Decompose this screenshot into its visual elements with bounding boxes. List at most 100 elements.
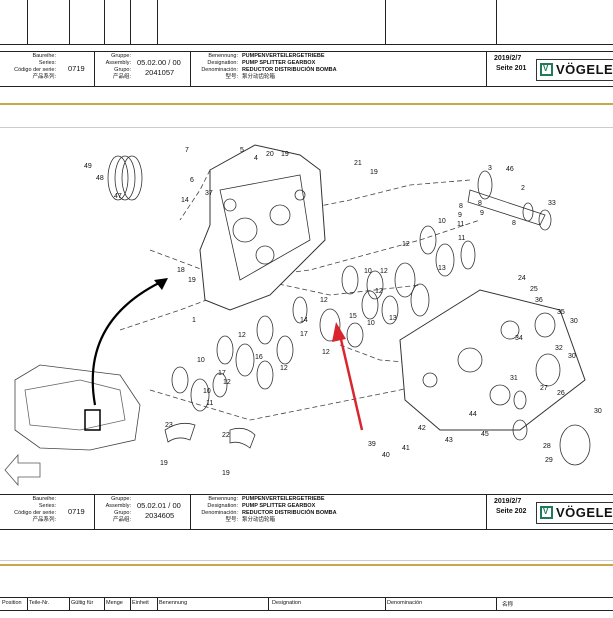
group-value: 2034605 xyxy=(145,511,175,520)
series-value: 0719 xyxy=(68,64,85,73)
svg-text:46: 46 xyxy=(506,166,514,173)
svg-text:17: 17 xyxy=(300,331,308,338)
svg-text:30: 30 xyxy=(568,353,576,360)
svg-text:30: 30 xyxy=(594,408,602,415)
svg-text:19: 19 xyxy=(160,460,168,467)
svg-text:24: 24 xyxy=(518,275,526,282)
svg-text:7: 7 xyxy=(185,147,189,154)
col-name-zh: 名称 xyxy=(502,602,514,608)
svg-text:10: 10 xyxy=(367,320,375,327)
svg-text:9: 9 xyxy=(480,210,484,217)
page-header-bottom: Baureihe:Series:Código der serie:产品系列: 0… xyxy=(0,494,613,530)
svg-text:14: 14 xyxy=(181,197,189,204)
svg-text:19: 19 xyxy=(188,277,196,284)
svg-text:10: 10 xyxy=(197,357,205,364)
svg-text:40: 40 xyxy=(382,452,390,459)
svg-text:31: 31 xyxy=(510,375,518,382)
svg-text:37: 37 xyxy=(205,190,213,197)
svg-text:15: 15 xyxy=(349,313,357,320)
svg-text:12: 12 xyxy=(320,297,328,304)
svg-text:18: 18 xyxy=(177,267,185,274)
svg-text:3: 3 xyxy=(488,165,492,172)
svg-text:14: 14 xyxy=(300,317,308,324)
svg-text:12: 12 xyxy=(280,365,288,372)
svg-text:25: 25 xyxy=(530,286,538,293)
svg-text:12: 12 xyxy=(238,332,246,339)
svg-text:44: 44 xyxy=(469,411,477,418)
svg-text:30: 30 xyxy=(570,318,578,325)
divider-line xyxy=(0,103,613,105)
assembly-labels: Gruppe:Assembly:Grupo:产品组: xyxy=(105,53,131,80)
svg-text:11: 11 xyxy=(458,235,465,242)
svg-text:12: 12 xyxy=(375,288,383,295)
designation-labels: Benennung:Designation:Denominación:型号: xyxy=(201,496,238,523)
svg-text:10: 10 xyxy=(364,268,372,275)
svg-text:8: 8 xyxy=(459,203,463,210)
series-labels: Baureihe:Series:Código der serie:产品系列: xyxy=(14,53,56,80)
col-unit: Einheit xyxy=(132,600,149,606)
parts-list-header: Position Teile-Nr. Gültig für Menge Einh… xyxy=(0,597,613,611)
col-quantity: Menge xyxy=(106,600,123,606)
assembly-value: 05.02.01 / 00 xyxy=(137,501,181,510)
svg-text:17: 17 xyxy=(218,370,226,377)
svg-text:35: 35 xyxy=(557,309,565,316)
group-value: 2041057 xyxy=(145,68,175,77)
col-position: Position xyxy=(2,600,22,606)
svg-text:5: 5 xyxy=(240,147,244,154)
brand-logo: V VÖGELE xyxy=(536,59,613,81)
svg-text:13: 13 xyxy=(389,315,397,322)
svg-text:12: 12 xyxy=(322,349,330,356)
col-designation: Designation xyxy=(272,600,302,606)
header-page: Seite 201 xyxy=(496,65,527,72)
svg-text:2: 2 xyxy=(521,185,525,192)
header-page: Seite 202 xyxy=(496,508,527,515)
exploded-parts-drawing: 49 48 47 7 6 5 4 20 19 21 19 3 46 2 33 37 14 11 8 9 8 8 9… xyxy=(4,144,602,487)
svg-text:27: 27 xyxy=(540,385,548,392)
col-benennung: Benennung xyxy=(159,600,188,606)
svg-text:21: 21 xyxy=(354,160,362,167)
svg-text:13: 13 xyxy=(438,265,446,272)
svg-text:11: 11 xyxy=(206,400,213,407)
col-denominacion: Denominación xyxy=(387,600,423,606)
divider-line xyxy=(0,564,613,566)
top-list-table xyxy=(0,0,613,45)
svg-text:45: 45 xyxy=(481,431,489,438)
divider-line xyxy=(0,560,613,561)
svg-text:47: 47 xyxy=(114,193,122,200)
header-date: 2019/2/7 xyxy=(494,55,522,62)
svg-text:8: 8 xyxy=(512,220,516,227)
svg-text:43: 43 xyxy=(445,437,453,444)
svg-text:26: 26 xyxy=(557,390,565,397)
svg-text:49: 49 xyxy=(84,163,92,170)
svg-text:10: 10 xyxy=(438,218,446,225)
svg-text:19: 19 xyxy=(222,470,230,477)
svg-text:34: 34 xyxy=(515,335,523,342)
svg-text:32: 32 xyxy=(555,345,563,352)
series-labels: Baureihe:Series:Código der serie:产品系列: xyxy=(14,496,56,523)
svg-text:8: 8 xyxy=(478,200,482,207)
header-date: 2019/2/7 xyxy=(494,498,522,505)
svg-text:16: 16 xyxy=(255,354,263,361)
svg-text:19: 19 xyxy=(281,151,289,158)
svg-text:9: 9 xyxy=(458,212,462,219)
svg-text:12: 12 xyxy=(380,268,388,275)
col-part-number: Teile-Nr. xyxy=(29,600,50,606)
svg-text:20: 20 xyxy=(266,151,274,158)
svg-text:28: 28 xyxy=(543,443,551,450)
brand-logo: V VÖGELE xyxy=(536,502,613,524)
svg-text:29: 29 xyxy=(545,457,553,464)
svg-text:36: 36 xyxy=(535,297,543,304)
svg-text:6: 6 xyxy=(190,177,194,184)
col-valid-for: Gültig für xyxy=(71,600,94,606)
svg-text:48: 48 xyxy=(96,175,104,182)
svg-text:33: 33 xyxy=(548,200,556,207)
series-value: 0719 xyxy=(68,507,85,516)
assembly-labels: Gruppe:Assembly:Grupo:产品组: xyxy=(105,496,131,523)
svg-text:12: 12 xyxy=(402,241,410,248)
svg-text:41: 41 xyxy=(402,445,410,452)
svg-text:39: 39 xyxy=(368,441,376,448)
svg-text:4: 4 xyxy=(254,155,258,162)
assembly-value: 05.02.00 / 00 xyxy=(137,58,181,67)
